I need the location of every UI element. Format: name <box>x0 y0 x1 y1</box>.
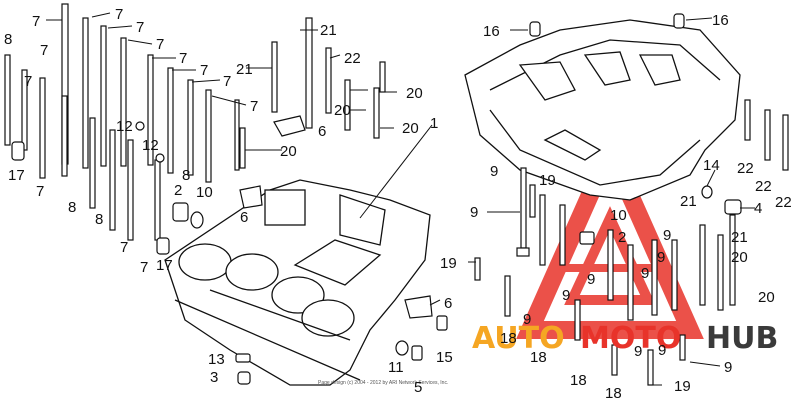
callout: 17 <box>8 167 25 184</box>
callout: 22 <box>737 160 754 177</box>
callout: 7 <box>40 42 48 59</box>
callout: 7 <box>200 62 208 79</box>
callout: 4 <box>754 200 762 217</box>
callout: 7 <box>32 13 40 30</box>
callout: 20 <box>402 120 419 137</box>
callout: 6 <box>444 295 452 312</box>
callout: 9 <box>470 204 478 221</box>
callout: 20 <box>280 143 297 160</box>
callout: 7 <box>136 19 144 36</box>
callout: 22 <box>755 178 772 195</box>
callout: 14 <box>703 157 720 174</box>
callout: 2 <box>174 182 182 199</box>
callout: 9 <box>657 249 665 266</box>
callout: 20 <box>334 102 351 119</box>
watermark-auto: AUTO <box>472 321 565 356</box>
callout: 7 <box>120 239 128 256</box>
callout: 15 <box>436 349 453 366</box>
callout: 10 <box>196 184 213 201</box>
callout: 9 <box>724 359 732 376</box>
callout: 18 <box>605 385 622 400</box>
callout: 7 <box>24 73 32 90</box>
callout: 9 <box>562 287 570 304</box>
watermark-text: AUTO MOTO HUB <box>472 321 778 356</box>
callout: 8 <box>4 31 12 48</box>
callout: 18 <box>530 349 547 366</box>
callout: 8 <box>95 211 103 228</box>
callout: 1 <box>430 115 438 132</box>
callout: 7 <box>115 6 123 23</box>
callout: 18 <box>500 330 517 347</box>
callout: 2 <box>618 229 626 246</box>
upper-crankcase <box>464 19 741 201</box>
callout: 11 <box>388 359 404 376</box>
left-stud-bolts <box>4 3 240 255</box>
callout: 20 <box>758 289 775 306</box>
callout: 7 <box>156 36 164 53</box>
callout: 6 <box>240 209 248 226</box>
callout: 21 <box>320 22 337 39</box>
callout: 19 <box>674 378 691 395</box>
callout: 18 <box>570 372 587 389</box>
callout: 6 <box>318 123 326 140</box>
callout: 9 <box>658 342 666 359</box>
callout: 7 <box>179 50 187 67</box>
callout: 7 <box>36 183 44 200</box>
callout: 21 <box>731 229 748 246</box>
right-bolts <box>474 13 789 386</box>
callout: 9 <box>490 163 498 180</box>
callout: 22 <box>344 50 361 67</box>
leader-lines <box>46 12 755 386</box>
callout: 5 <box>414 379 422 396</box>
callout: 7 <box>223 73 231 90</box>
callout: 16 <box>712 12 729 29</box>
callout: 8 <box>68 199 76 216</box>
callout: 10 <box>610 207 627 224</box>
callout: 21 <box>680 193 697 210</box>
callout: 9 <box>663 227 671 244</box>
callout: 13 <box>208 351 225 368</box>
callout: 9 <box>587 271 595 288</box>
center-bolts <box>235 17 448 385</box>
watermark-moto: MOTO <box>580 321 681 356</box>
callout: 3 <box>210 369 218 386</box>
callout: 16 <box>483 23 500 40</box>
callout: 21 <box>236 61 253 78</box>
lower-crankcase <box>164 179 431 386</box>
callout: 8 <box>182 167 190 184</box>
callout: 9 <box>634 343 642 360</box>
watermark-hub: HUB <box>706 321 778 356</box>
callout: 7 <box>140 259 148 276</box>
callout: 17 <box>156 257 173 274</box>
callout: 12 <box>142 137 159 154</box>
callout: 19 <box>440 255 457 272</box>
callout-labels: 7 7 7 7 7 7 7 7 7 7 7 7 7 8 8 8 8 17 17 … <box>4 6 792 400</box>
callout: 12 <box>116 118 133 135</box>
callout: 22 <box>775 194 792 211</box>
callout: 19 <box>539 172 556 189</box>
callout: 7 <box>250 98 258 115</box>
callout: 20 <box>731 249 748 266</box>
callout: 20 <box>406 85 423 102</box>
callout: 9 <box>523 311 531 328</box>
copyright-credit: Page design (c) 2004 - 2012 by ARI Netwo… <box>318 380 448 386</box>
callout: 9 <box>641 265 649 282</box>
